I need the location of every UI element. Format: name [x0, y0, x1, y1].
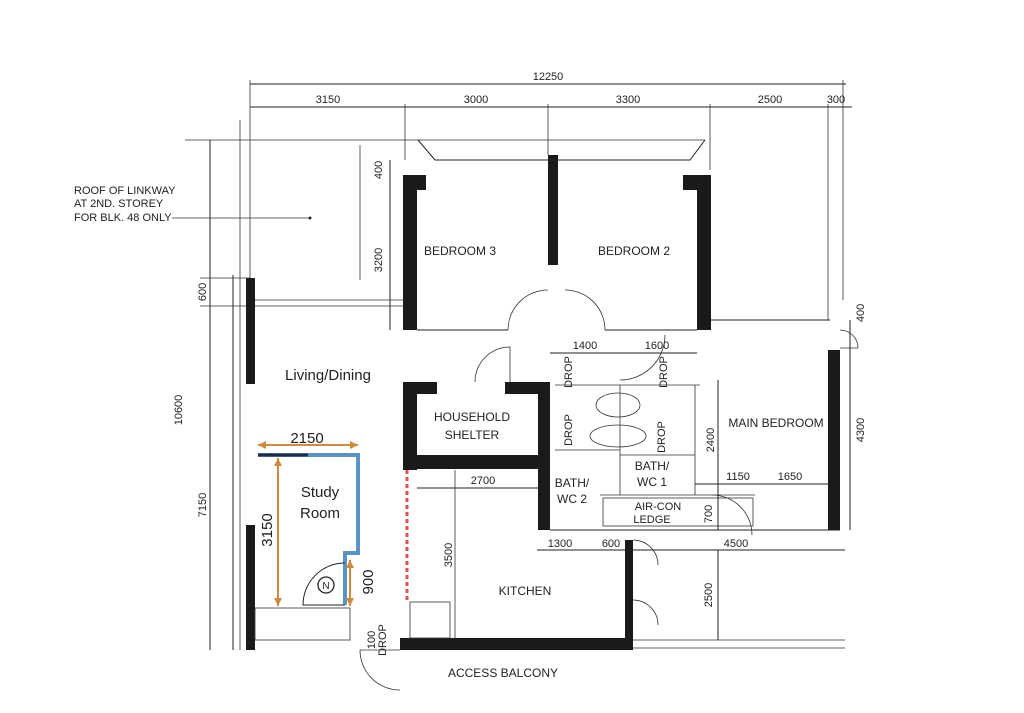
study-room-annotation: 2150 3150 900 Study Room N: [258, 430, 377, 606]
room-bath-1-b: WC 1: [637, 475, 667, 489]
north-marker-icon: [317, 576, 335, 594]
dim-2400: 2400: [705, 428, 717, 452]
linkway-note: ROOF OF LINKWAY AT 2ND. STOREY FOR BLK. …: [74, 120, 420, 650]
study-label-1: Study: [301, 484, 340, 501]
room-main-bedroom: MAIN BEDROOM: [728, 416, 823, 430]
room-bath-2-a: BATH/: [555, 476, 590, 490]
dim-2500: 2500: [703, 583, 715, 607]
dim-left-lower: 7150: [197, 493, 209, 517]
room-bedroom-2: BEDROOM 2: [598, 244, 670, 258]
dim-bay-400: 400: [373, 161, 385, 179]
dim-4500: 4500: [724, 538, 748, 550]
dim-1600: 1600: [645, 340, 669, 352]
drop-markers: DROP DROP DROP DROP DROP 100: [366, 356, 670, 656]
dim-1400: 1400: [573, 340, 597, 352]
note-line-3: FOR BLK. 48 ONLY: [74, 212, 172, 224]
drop-label-3: DROP: [563, 414, 575, 446]
room-shelter-1: HOUSEHOLD: [434, 410, 510, 424]
dim-top-5: 300: [827, 94, 845, 106]
study-label-2: Room: [300, 505, 340, 522]
dim-600: 600: [602, 538, 620, 550]
drop-label-5: DROP: [377, 624, 389, 656]
aircon-ledge-b: LEDGE: [633, 514, 670, 526]
room-kitchen: KITCHEN: [499, 584, 552, 598]
study-outline: [258, 453, 360, 605]
dim-total-width: 12250: [533, 71, 564, 83]
room-bedroom-3: BEDROOM 3: [424, 244, 496, 258]
dim-700: 700: [703, 505, 715, 523]
study-depth-label: 3150: [259, 513, 276, 546]
dim-1300: 1300: [548, 538, 572, 550]
access-balcony: ACCESS BALCONY: [448, 666, 558, 680]
dim-4300: 4300: [855, 418, 867, 442]
dim-left-600: 600: [197, 283, 209, 301]
interior-dimensions: 1400 1600 2400 1150 1650 4300 400 2700 3…: [417, 304, 867, 640]
room-shelter-2: SHELTER: [445, 428, 500, 442]
walls: [246, 139, 859, 691]
room-living-dining: Living/Dining: [285, 367, 371, 384]
dim-top-3: 3300: [616, 94, 640, 106]
north-marker-label: N: [322, 581, 329, 592]
drop-label-2: DROP: [658, 356, 670, 388]
dim-top-2: 3000: [464, 94, 488, 106]
study-door-label: 900: [360, 569, 377, 594]
dim-1150: 1150: [726, 471, 750, 483]
dim-top-4: 2500: [758, 94, 782, 106]
dim-1650: 1650: [778, 471, 802, 483]
dim-left-total: 10600: [173, 395, 185, 426]
dim-bedroom-depth: 3200: [373, 248, 385, 272]
dim-top-1: 3150: [316, 94, 340, 106]
room-bath-2-b: WC 2: [557, 492, 587, 506]
aircon-ledge-a: AIR-CON: [635, 501, 682, 513]
dim-2700: 2700: [471, 475, 495, 487]
room-labels: BEDROOM 3 BEDROOM 2 Living/Dining HOUSEH…: [285, 244, 824, 680]
drop-label-4: DROP: [656, 421, 668, 453]
study-door-swing: [302, 562, 346, 606]
dim-3500: 3500: [443, 543, 455, 567]
room-bath-1-a: BATH/: [635, 459, 670, 473]
top-dimensions: 12250 3150 3000 3300 2500 300: [249, 71, 852, 320]
left-dimensions: 10600 7150 600 3200 400: [173, 140, 391, 650]
study-width-label: 2150: [290, 430, 323, 447]
drop-label-1: DROP: [563, 356, 575, 388]
dim-right-400: 400: [855, 304, 867, 322]
drop-100-label: 100: [366, 631, 378, 649]
note-line-1: ROOF OF LINKWAY: [74, 185, 176, 197]
note-line-2: AT 2ND. STOREY: [74, 198, 164, 210]
